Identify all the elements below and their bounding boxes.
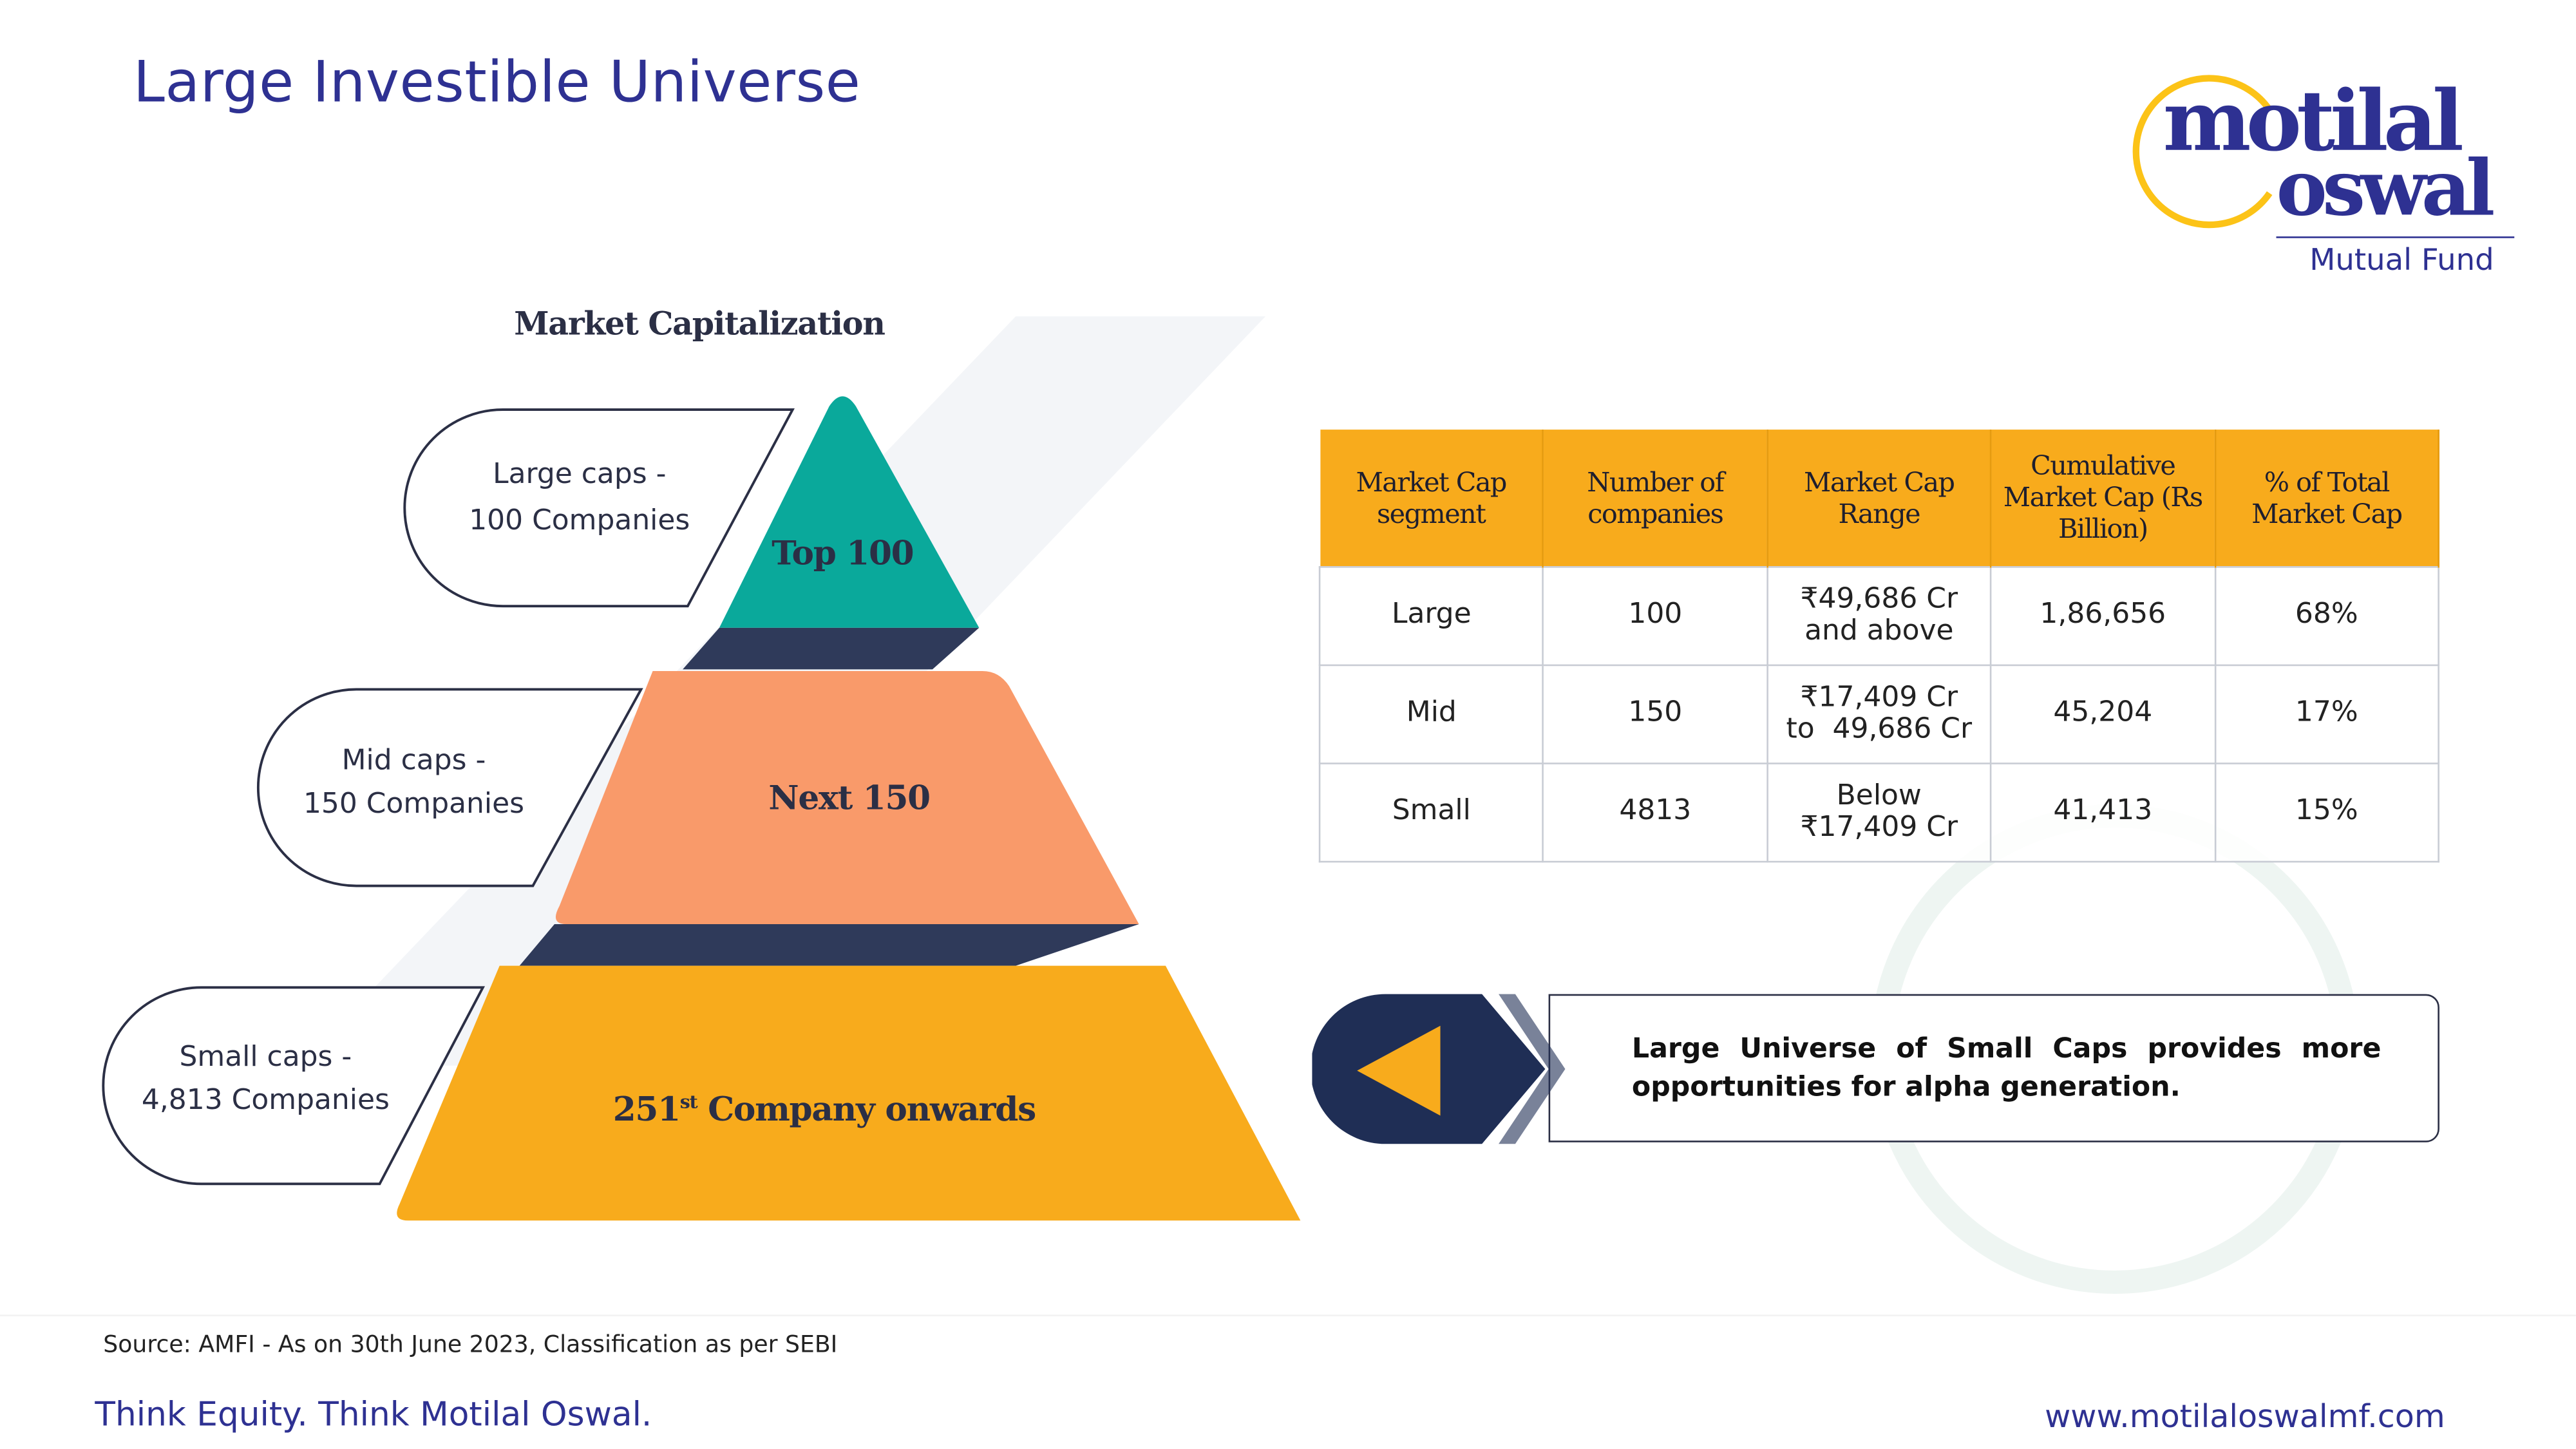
cell-cumulative: 41,413 xyxy=(1990,761,2216,862)
cell-cumulative: 45,204 xyxy=(1990,663,2216,764)
col-header-segment: Market Cap segment xyxy=(1320,430,1544,567)
cell-range-line1: Below xyxy=(1836,778,1922,812)
table-header-row: Market Cap segment Number of companies M… xyxy=(1320,430,2439,567)
footer-tagline: Think Equity. Think Motilal Oswal. xyxy=(95,1394,652,1434)
cell-range: Below₹17,409 Cr xyxy=(1766,761,1992,862)
callout-large-shape xyxy=(403,408,795,608)
callout-small-shape xyxy=(102,986,486,1186)
pyramid-title: Market Capitalization xyxy=(514,306,886,343)
cell-segment: Small xyxy=(1318,761,1544,862)
callout-large-line1: Large caps - xyxy=(493,458,667,491)
tier-shadow-1 xyxy=(683,627,980,670)
table-row: Small 4813 Below₹17,409 Cr 41,413 15% xyxy=(1318,761,2439,862)
cell-cumulative: 1,86,656 xyxy=(1990,565,2216,665)
cell-segment: Mid xyxy=(1318,663,1544,764)
cell-percent: 15% xyxy=(2213,761,2439,862)
tier-next-150 xyxy=(555,670,1139,925)
note-callout-box xyxy=(1548,994,2439,1142)
tier-label-small-text: Company onwards xyxy=(697,1088,1036,1130)
tier-label-small: 251st Company onwards xyxy=(566,1089,1083,1129)
cell-percent: 17% xyxy=(2213,663,2439,764)
logo-subtitle: Mutual Fund xyxy=(2309,243,2494,278)
col-header-range: Market Cap Range xyxy=(1767,430,1992,567)
col-header-percent: % of Total Market Cap xyxy=(2215,430,2439,567)
logo-divider xyxy=(2276,236,2515,238)
callout-mid-shape xyxy=(256,688,643,887)
callout-mid: Mid caps - 150 Companies xyxy=(276,739,551,826)
callout-small-line1: Small caps - xyxy=(179,1040,352,1074)
source-note: Source: AMFI - As on 30th June 2023, Cla… xyxy=(103,1332,838,1359)
cell-count: 150 xyxy=(1542,663,1768,764)
tier-label-small-sup: st xyxy=(679,1091,698,1113)
logo-word-motilal: motilal xyxy=(2163,71,2464,170)
callout-large-line2: 100 Companies xyxy=(469,504,690,538)
logo-ring-icon xyxy=(2132,75,2273,229)
cell-range-line1: ₹49,686 Cr xyxy=(1800,582,1958,616)
tier-shadow-2 xyxy=(519,924,1139,966)
tier-label-top: Top 100 xyxy=(772,533,914,573)
cell-count: 4813 xyxy=(1542,761,1768,862)
callout-small: Small caps - 4,813 Companies xyxy=(120,1036,411,1122)
cell-count: 100 xyxy=(1542,565,1768,665)
cell-percent: 68% xyxy=(2213,565,2439,665)
cell-range-line2: to 49,686 Cr xyxy=(1786,712,1973,746)
cell-segment: Large xyxy=(1318,565,1544,665)
note-arrow-badge xyxy=(1312,994,1566,1144)
callout-large: Large caps - 100 Companies xyxy=(436,451,723,545)
market-cap-table: Market Cap segment Number of companies M… xyxy=(1318,430,2439,862)
tier-small-caps xyxy=(397,965,1301,1221)
col-header-cumulative: Cumulative Market Cap (Rs Billion) xyxy=(1991,430,2216,567)
callout-small-line2: 4,813 Companies xyxy=(141,1084,390,1117)
triangle-left-icon xyxy=(1357,1025,1441,1116)
note-text: Large Universe of Small Caps provides mo… xyxy=(1631,1032,2382,1103)
pyramid-diagram xyxy=(102,396,1301,1221)
logo-word-oswal: oswal xyxy=(2276,143,2496,233)
brand-logo: motilal oswal Mutual Fund xyxy=(2123,73,2523,290)
callout-mid-line2: 150 Companies xyxy=(303,787,525,821)
cell-range-line1: ₹17,409 Cr xyxy=(1800,680,1958,714)
tier-top-100 xyxy=(719,396,980,628)
cell-range-line2: ₹17,409 Cr xyxy=(1800,810,1958,844)
tier-label-small-number: 251 xyxy=(612,1088,681,1130)
page-title: Large Investible Universe xyxy=(133,50,861,117)
tier-label-mid: Next 150 xyxy=(768,777,931,818)
callout-mid-line1: Mid caps - xyxy=(341,744,486,778)
footer-website-link[interactable]: www.motilaloswalmf.com xyxy=(2045,1398,2445,1435)
col-header-count: Number of companies xyxy=(1543,430,1768,567)
cell-range-line2: and above xyxy=(1804,613,1954,647)
